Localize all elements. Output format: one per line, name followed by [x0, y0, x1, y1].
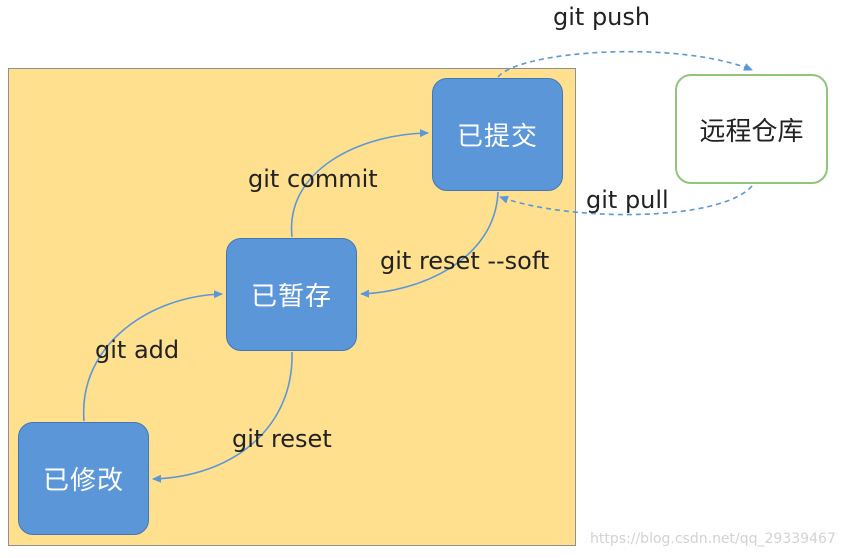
modified-state-node: 已修改 — [18, 422, 149, 535]
committed-state-node: 已提交 — [432, 78, 563, 191]
git-reset-label: git reset — [232, 425, 332, 453]
staged-state-node: 已暂存 — [226, 238, 357, 351]
watermark-text: https://blog.csdn.net/qq_29339467 — [590, 531, 836, 547]
remote-repository-node: 远程仓库 — [675, 74, 828, 184]
git-pull-label: git pull — [586, 186, 669, 214]
git-commit-label: git commit — [248, 165, 378, 193]
git-reset-soft-label: git reset --soft — [380, 247, 550, 275]
git-add-label: git add — [95, 336, 180, 364]
git-push-label: git push — [553, 3, 651, 31]
